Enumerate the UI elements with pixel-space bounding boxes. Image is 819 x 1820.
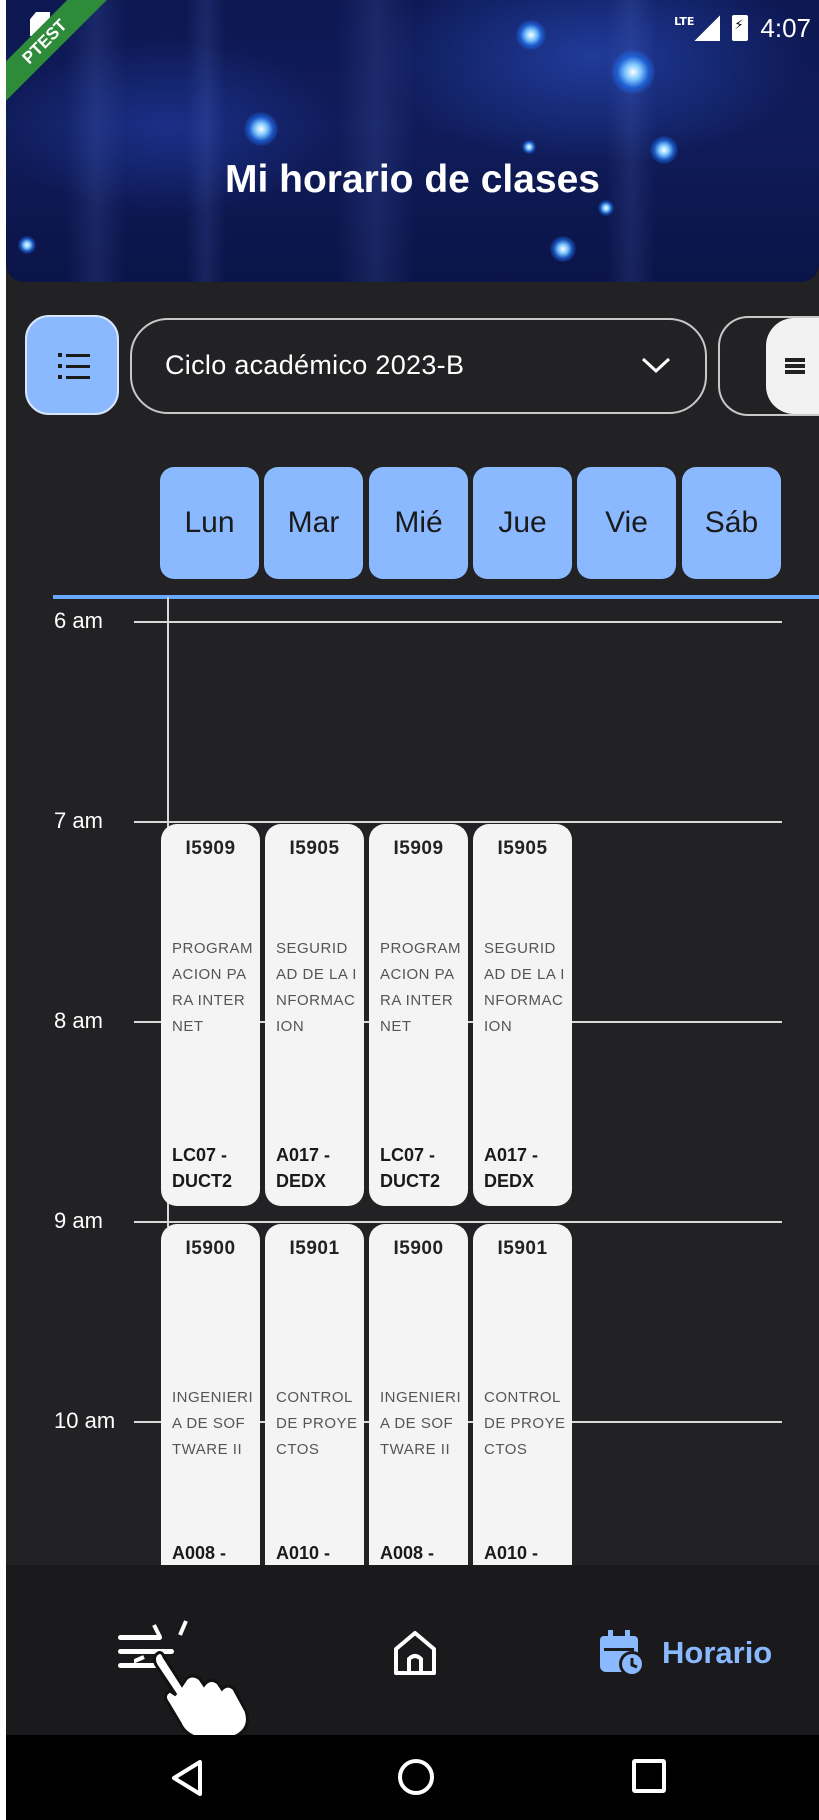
- course-code: I5900: [393, 1238, 444, 1259]
- home-circle-icon[interactable]: [398, 1759, 434, 1795]
- day-header-sab: Sáb: [682, 467, 781, 579]
- course-code: I5905: [289, 838, 340, 859]
- list-view-button[interactable]: [25, 315, 119, 415]
- course-room: A017 - DEDX: [276, 1145, 331, 1191]
- hour-label: 9 am: [54, 1208, 103, 1233]
- course-code: I5901: [497, 1238, 548, 1259]
- course-code: I5900: [185, 1238, 236, 1259]
- tap-gesture-icon: [134, 1620, 249, 1739]
- list-icon: [58, 353, 90, 379]
- calendar-clock-icon: [600, 1630, 645, 1677]
- hamburger-icon[interactable]: [118, 1635, 174, 1675]
- course-name: SEGURIDAD DE LA INFORMACION: [276, 940, 357, 1035]
- battery-icon: [732, 15, 749, 41]
- course-name: INGENIERIA DE SOFTWARE II: [380, 1389, 462, 1458]
- day-header-vie: Vie: [577, 467, 676, 579]
- menu-lines-icon: [766, 318, 819, 414]
- course-code: I5905: [497, 838, 548, 859]
- system-navigation-bar: [6, 1735, 819, 1820]
- course-room: A008 -: [172, 1543, 227, 1563]
- back-icon[interactable]: [170, 1759, 204, 1797]
- course-room: LC07 - DUCT2: [380, 1145, 441, 1191]
- day-header-jue: Jue: [473, 467, 572, 579]
- course-card[interactable]: I5909 PROGRAMACION PARA INTERNET LC07 - …: [369, 824, 468, 1206]
- chevron-down-icon: [641, 357, 671, 374]
- header-banner: PTEST LTE 4:07 Mi horario de clases: [6, 0, 819, 282]
- hour-line: [134, 1221, 782, 1223]
- course-name: CONTROL DE PROYECTOS: [484, 1389, 566, 1458]
- semester-value: Ciclo académico 2023-B: [165, 350, 465, 380]
- hour-line: [134, 821, 782, 823]
- home-icon[interactable]: [392, 1629, 438, 1677]
- hour-label: 10 am: [54, 1408, 116, 1433]
- day-header-mie: Mié: [369, 467, 468, 579]
- tab-label: Horario: [662, 1635, 773, 1670]
- app-screen: PTEST LTE 4:07 Mi horario de clases Cicl…: [6, 0, 819, 1820]
- network-label: LTE: [674, 14, 695, 28]
- course-card[interactable]: I5905 SEGURIDAD DE LA INFORMACION A017 -…: [265, 824, 364, 1206]
- recents-square-icon[interactable]: [632, 1759, 666, 1793]
- clock: 4:07: [760, 12, 811, 43]
- course-card[interactable]: I5905 SEGURIDAD DE LA INFORMACION A017 -…: [473, 824, 572, 1206]
- course-room: A017 - DEDX: [484, 1145, 539, 1191]
- course-room: A010 -: [484, 1543, 539, 1563]
- hour-label: 7 am: [54, 808, 103, 833]
- course-card[interactable]: I5901 CONTROL DE PROYECTOS A010 -: [265, 1224, 364, 1604]
- status-bar: LTE 4:07: [674, 10, 811, 46]
- course-name: PROGRAMACION PARA INTERNET: [172, 940, 254, 1035]
- course-name: PROGRAMACION PARA INTERNET: [380, 940, 462, 1035]
- day-header-lun: Lun: [160, 467, 259, 579]
- page-title: Mi horario de clases: [225, 158, 600, 201]
- hour-label: 8 am: [54, 1008, 103, 1033]
- tab-horario[interactable]: Horario: [598, 1625, 772, 1681]
- bottom-navigation: Horario: [6, 1565, 819, 1739]
- course-card[interactable]: I5909 PROGRAMACION PARA INTERNET LC07 - …: [161, 824, 260, 1206]
- course-card[interactable]: I5900 INGENIERIA DE SOFTWARE II A008 -: [161, 1224, 260, 1604]
- course-room: LC07 - DUCT2: [172, 1145, 233, 1191]
- course-name: INGENIERIA DE SOFTWARE II: [172, 1389, 254, 1458]
- view-toggle[interactable]: [718, 316, 819, 416]
- course-name: CONTROL DE PROYECTOS: [276, 1389, 358, 1458]
- course-room: A008 -: [380, 1543, 435, 1563]
- course-card[interactable]: I5901 CONTROL DE PROYECTOS A010 -: [473, 1224, 572, 1604]
- signal-icon: [694, 15, 721, 41]
- course-name: SEGURIDAD DE LA INFORMACION: [484, 940, 565, 1035]
- course-code: I5909: [185, 838, 236, 859]
- hour-label: 6 am: [54, 608, 103, 633]
- course-code: I5909: [393, 838, 444, 859]
- course-room: A010 -: [276, 1543, 331, 1563]
- course-card[interactable]: I5900 INGENIERIA DE SOFTWARE II A008 -: [369, 1224, 468, 1604]
- hour-line: [134, 621, 782, 623]
- semester-dropdown[interactable]: Ciclo académico 2023-B: [130, 318, 707, 414]
- grid-top-divider: [53, 595, 819, 599]
- day-header-mar: Mar: [264, 467, 363, 579]
- course-code: I5901: [289, 1238, 340, 1259]
